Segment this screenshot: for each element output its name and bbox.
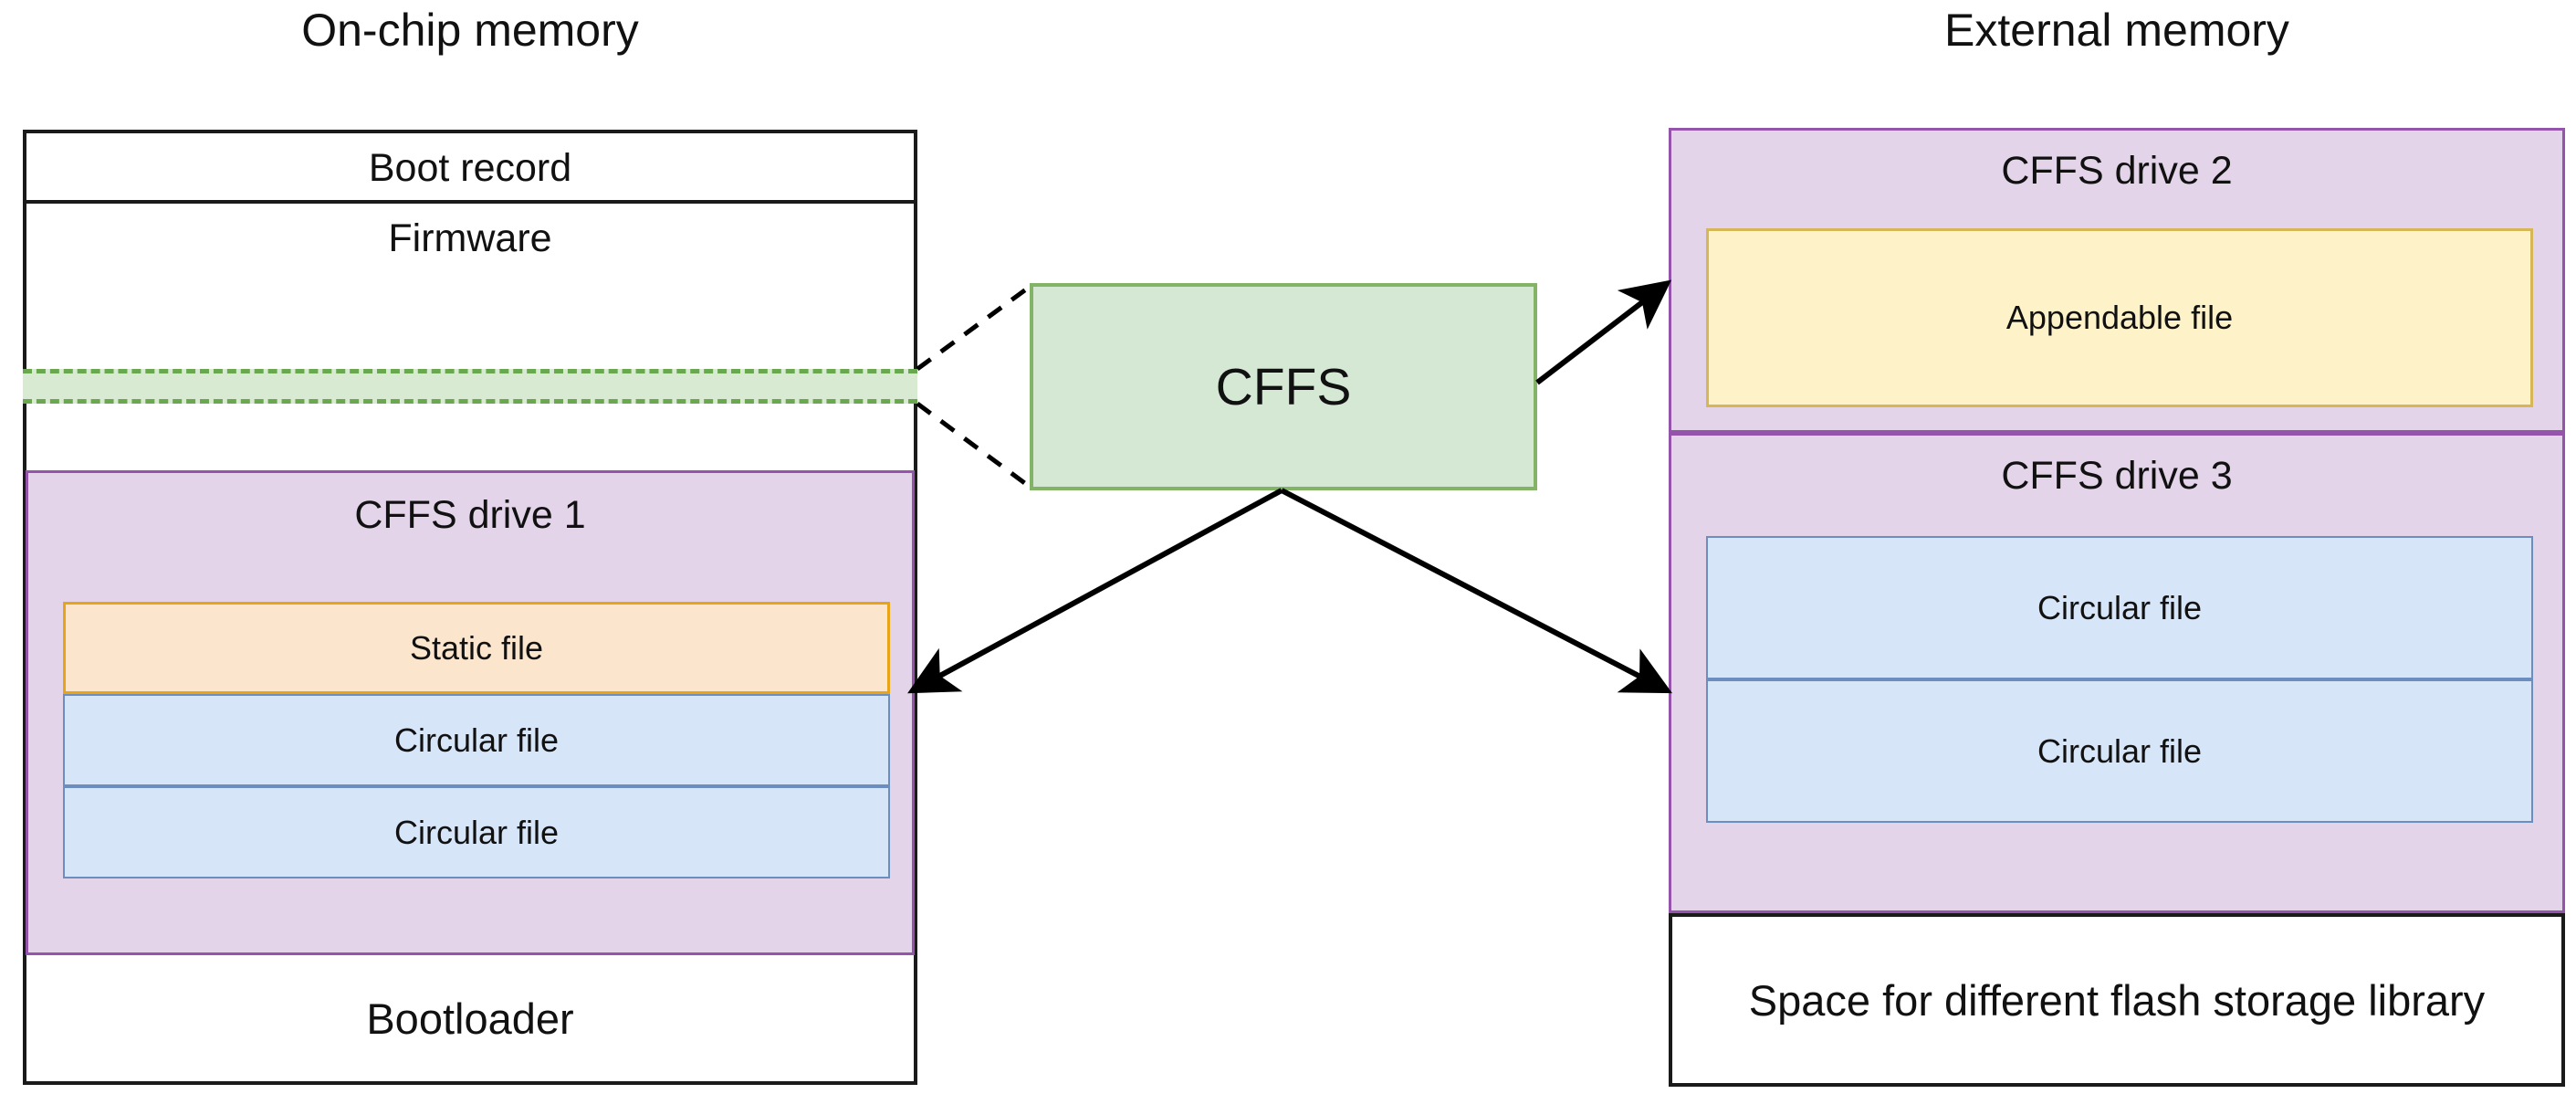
band-flash-storage-library-label: Space for different flash storage librar… xyxy=(1748,975,2486,1025)
cffs-drive-2: CFFS drive 2 Appendable file xyxy=(1669,128,2565,433)
band-bootloader: Bootloader xyxy=(26,955,914,1081)
file-circular-file-1: Circular file xyxy=(63,694,890,786)
band-bootloader-label: Bootloader xyxy=(366,994,574,1043)
file-circular-file-2-label: Circular file xyxy=(393,813,560,851)
external-memory-title: External memory xyxy=(1944,5,2289,56)
cffs-module-box: CFFS xyxy=(1030,283,1537,490)
file-static-file: Static file xyxy=(63,602,890,694)
file-appendable-file-label: Appendable file xyxy=(2005,299,2234,336)
on-chip-memory-panel: Boot record Firmware CFFS drive 1 Static… xyxy=(23,130,917,1085)
band-firmware: Firmware xyxy=(26,204,914,469)
cffs-to-firmware-strip-connector xyxy=(916,284,1031,489)
band-firmware-label: Firmware xyxy=(388,216,552,260)
file-appendable-file: Appendable file xyxy=(1706,228,2533,407)
file-circular-file-4-label: Circular file xyxy=(2037,731,2203,770)
band-boot-record-label: Boot record xyxy=(368,146,572,190)
band-boot-record: Boot record xyxy=(26,133,914,200)
band-flash-storage-library: Space for different flash storage librar… xyxy=(1669,913,2565,1087)
file-static-file-label: Static file xyxy=(409,628,544,667)
cffs-module-label: CFFS xyxy=(1215,357,1352,416)
cffs-drive-1-label: CFFS drive 1 xyxy=(354,493,586,537)
cffs-to-drive-3-arrow xyxy=(1280,488,1672,694)
file-circular-file-3: Circular file xyxy=(1706,536,2533,679)
cffs-to-drive-1-arrow xyxy=(907,488,1283,694)
cffs-to-drive-2-arrow xyxy=(1535,279,1672,385)
file-circular-file-4: Circular file xyxy=(1706,679,2533,823)
divider-boot-firmware xyxy=(26,200,914,204)
cffs-drive-3: CFFS drive 3 Circular file Circular file xyxy=(1669,433,2565,913)
cffs-footprint-strip xyxy=(23,369,917,404)
external-memory-panel: CFFS drive 2 Appendable file CFFS drive … xyxy=(1669,128,2565,1087)
file-circular-file-1-label: Circular file xyxy=(393,721,560,759)
file-circular-file-2: Circular file xyxy=(63,786,890,878)
cffs-drive-1: CFFS drive 1 Static file Circular file C… xyxy=(26,470,915,955)
file-circular-file-3-label: Circular file xyxy=(2037,588,2203,626)
on-chip-memory-title: On-chip memory xyxy=(301,5,639,56)
cffs-drive-2-label: CFFS drive 2 xyxy=(2001,149,2233,193)
cffs-drive-3-label: CFFS drive 3 xyxy=(2001,454,2233,498)
